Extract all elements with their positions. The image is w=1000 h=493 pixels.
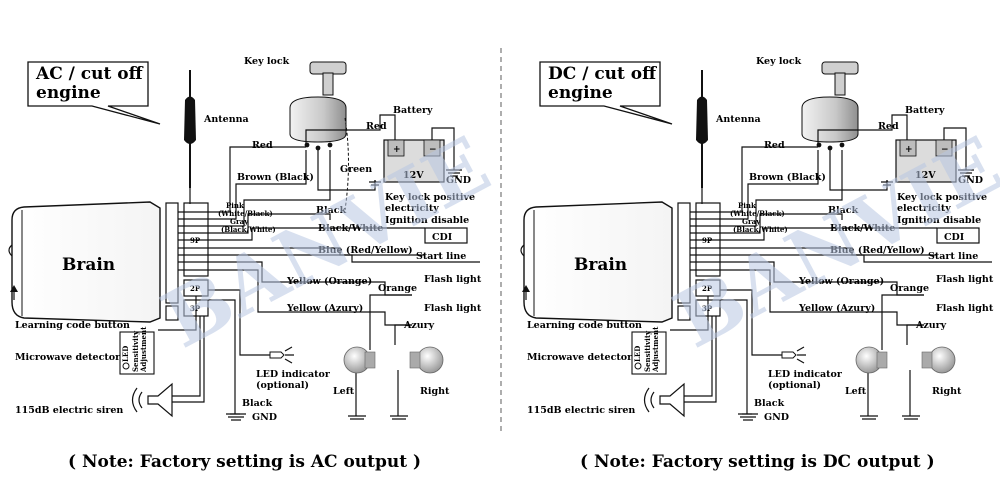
dc-blue-label: Blue (Red/Yellow) [830, 245, 925, 256]
ac-key-lock-pos2-label: electricity [385, 203, 439, 214]
dc-black1-label: Black [828, 205, 859, 216]
ac-left-label: Left [333, 386, 355, 397]
dc-sensitivity-label: Sensitivity [643, 330, 652, 372]
dc-title-line2-label: engine [548, 83, 613, 103]
ac-led-ind1-label: LED indicator [256, 369, 331, 380]
ac-white-black-label: (White/Black) [218, 209, 273, 218]
dc-white-black-label: (White/Black) [730, 209, 785, 218]
dc-led-ind2-label: (optional) [768, 380, 821, 391]
ac-title-line1-label: AC / cut off [35, 64, 144, 84]
dc-ignition-label: Ignition disable [897, 215, 981, 226]
ac-key-lock-pos1-label: Key lock positive [385, 192, 475, 203]
dc-red1-label: Red [764, 140, 785, 151]
dc-azury-label: Azury [915, 320, 947, 331]
ac-pink-label: Pink [226, 201, 244, 210]
ac-orange-label: Orange [378, 283, 417, 294]
ac-two-p-label: 2P [190, 284, 201, 293]
dc-flash-light1-label: Flash light [936, 274, 994, 285]
dc-gnd-top-label: GND [958, 175, 983, 186]
ac-learning-label: Learning code button [15, 320, 130, 331]
green-wire-dashed [344, 117, 349, 211]
ac-black2-label: Black [242, 398, 273, 409]
dc-three-p-label: 3P [702, 304, 713, 313]
dc-led-ind1-label: LED indicator [768, 369, 843, 380]
ac-note-label: ( Note: Factory setting is AC output ) [68, 452, 421, 472]
ac-key-lock-label: Key lock [244, 56, 290, 67]
ac-ignition-label: Ignition disable [385, 215, 469, 226]
ac-microwave-label: Microwave detector [15, 352, 121, 363]
ac-cdi-label: CDI [432, 232, 453, 243]
ac-led-ind2-label: (optional) [256, 380, 309, 391]
dc-pink-label: Pink [738, 201, 756, 210]
ac-battery-label: Battery [393, 105, 433, 116]
ac-azury-label: Azury [403, 320, 435, 331]
ac-nine-p-label: 9P [190, 236, 201, 245]
dc-nine-p-label: 9P [702, 236, 713, 245]
ac-three-p-label: 3P [190, 304, 201, 313]
ac-black-white-label: Black/White [318, 223, 383, 234]
ac-title-line2-label: engine [36, 83, 101, 103]
ac-led-vert-label: LED [121, 346, 130, 362]
dc-note-label: ( Note: Factory setting is DC output ) [580, 452, 935, 472]
dc-yellow-azury-label: Yellow (Azury) [798, 303, 875, 314]
dc-key-lock-pos1-label: Key lock positive [897, 192, 987, 203]
dc-battery-label: Battery [905, 105, 945, 116]
ac-yellow-azury-label: Yellow (Azury) [286, 303, 363, 314]
dc-flash-light2-label: Flash light [936, 303, 994, 314]
dc-key-lock-label: Key lock [756, 56, 802, 67]
ac-start-line-label: Start line [416, 251, 466, 262]
dc-right-label: Right [932, 386, 962, 397]
dc-brown-label: Brown (Black) [749, 172, 826, 183]
ac-antenna-label: Antenna [203, 114, 249, 125]
ac-sensitivity-label: Sensitivity [131, 330, 140, 372]
dc-gnd-bottom-label: GND [764, 412, 789, 423]
dc-gray-label: Gray [742, 217, 761, 226]
ac-gnd-bottom-label: GND [252, 412, 277, 423]
dc-antenna-label: Antenna [715, 114, 761, 125]
dc-yellow-orange-label: Yellow (Orange) [798, 276, 884, 287]
dc-brain-label: Brain [574, 255, 627, 275]
dc-black-white-small-label: (Black/White) [733, 225, 788, 234]
ac-brain-label: Brain [62, 255, 115, 275]
ac-siren-label: 115dB electric siren [15, 405, 123, 416]
dc-left-label: Left [845, 386, 867, 397]
dc-black-white-label: Black/White [830, 223, 895, 234]
ac-black-white-small-label: (Black/White) [221, 225, 276, 234]
ac-red2-label: Red [366, 121, 387, 132]
ac-flash-light1-label: Flash light [424, 274, 482, 285]
dc-cdi-label: CDI [944, 232, 965, 243]
ac-yellow-orange-label: Yellow (Orange) [286, 276, 372, 287]
dc-orange-label: Orange [890, 283, 929, 294]
dc-siren-label: 115dB electric siren [527, 405, 635, 416]
dc-battery-volt-label: 12V [915, 170, 936, 181]
ac-gnd-top-label: GND [446, 175, 471, 186]
ac-right-label: Right [420, 386, 450, 397]
ac-red1-label: Red [252, 140, 273, 151]
ac-adjustment-label: Adjustment [139, 326, 148, 373]
dc-key-lock-pos2-label: electricity [897, 203, 951, 214]
ac-brown-label: Brown (Black) [237, 172, 314, 183]
dc-microwave-label: Microwave detector [527, 352, 633, 363]
ac-gray-label: Gray [230, 217, 249, 226]
ac-black1-label: Black [316, 205, 347, 216]
dc-two-p-label: 2P [702, 284, 713, 293]
dc-start-line-label: Start line [928, 251, 978, 262]
ac-battery-volt-label: 12V [403, 170, 424, 181]
ac-green-label: Green [340, 164, 372, 175]
dc-adjustment-label: Adjustment [651, 326, 660, 373]
dc-led-vert-label: LED [633, 346, 642, 362]
ac-blue-label: Blue (Red/Yellow) [318, 245, 413, 256]
dc-title-line1-label: DC / cut off [548, 64, 657, 84]
dc-black2-label: Black [754, 398, 785, 409]
dc-red2-label: Red [878, 121, 899, 132]
ac-flash-light2-label: Flash light [424, 303, 482, 314]
dc-learning-label: Learning code button [527, 320, 642, 331]
